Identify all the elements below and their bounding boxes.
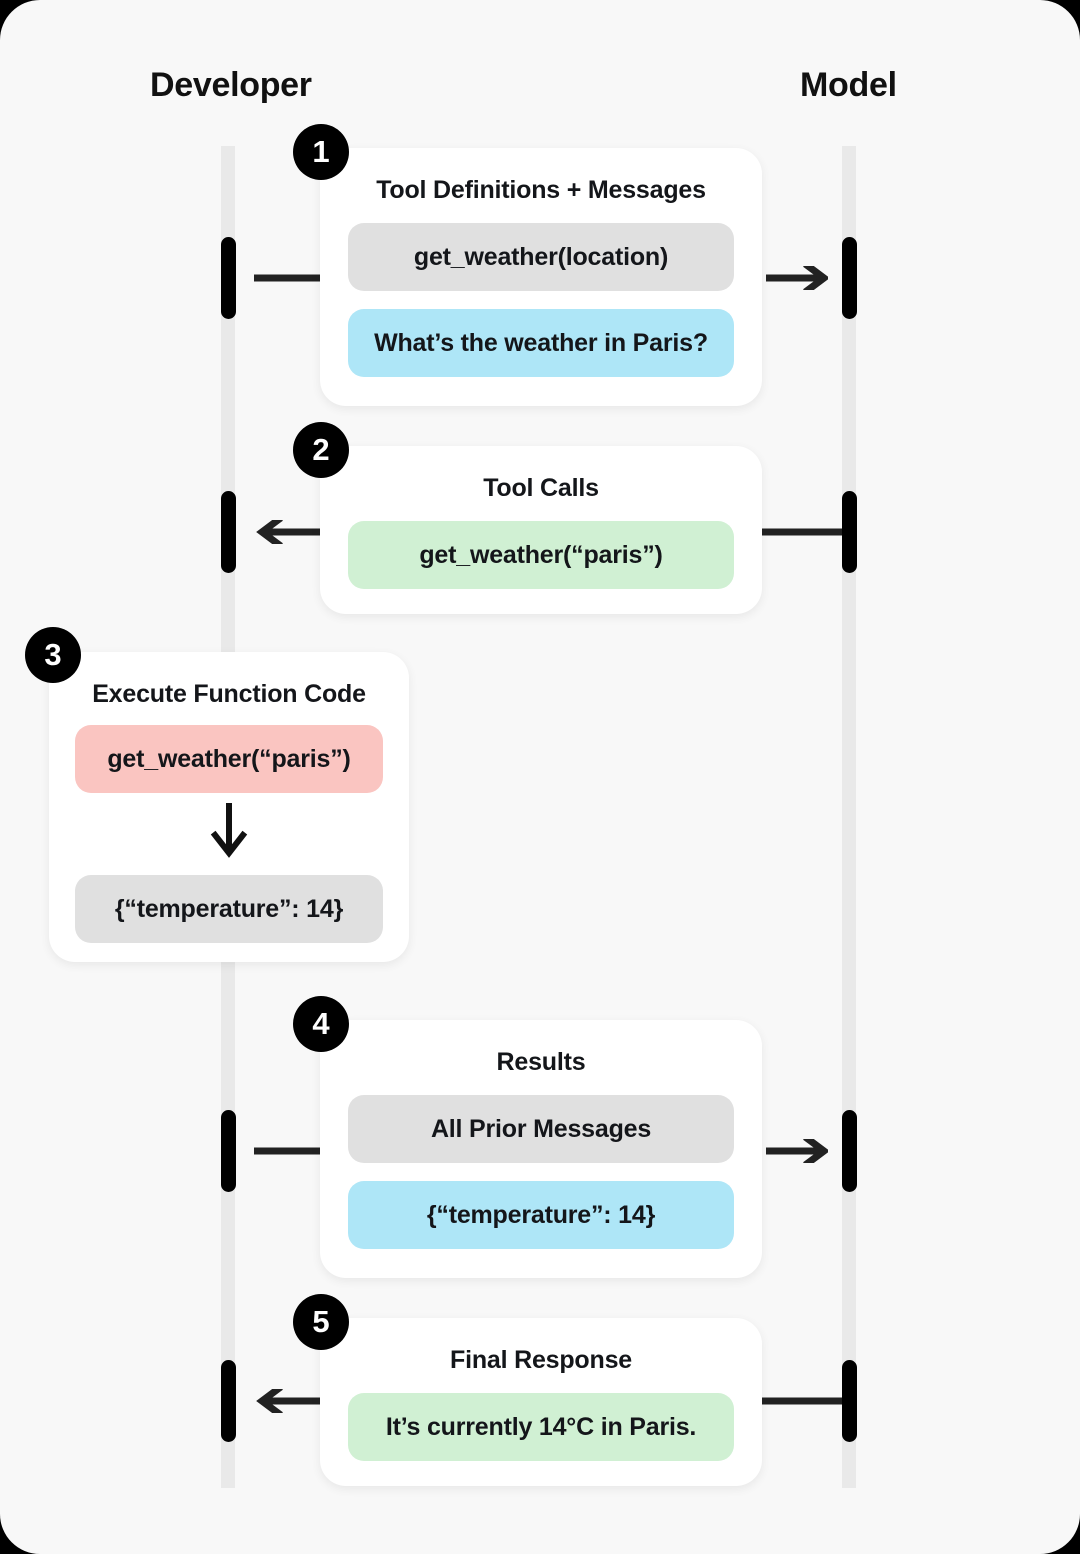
down-arrow-icon: [75, 801, 383, 859]
step-card-5[interactable]: Final Response It’s currently 14°C in Pa…: [320, 1318, 762, 1486]
arrow-to-model-step4: [766, 1139, 828, 1163]
step-badge-3: 3: [25, 627, 81, 683]
step-title-1: Tool Definitions + Messages: [376, 176, 706, 204]
step5-pill-final-answer: It’s currently 14°C in Paris.: [348, 1393, 734, 1461]
activation-bar-developer-step1: [221, 237, 236, 319]
activation-bar-model-step4: [842, 1110, 857, 1192]
step4-pill-tool-result: {“temperature”: 14}: [348, 1181, 734, 1249]
activation-bar-model-step5: [842, 1360, 857, 1442]
step3-pill-function-result: {“temperature”: 14}: [75, 875, 383, 943]
step3-pill-function-invocation: get_weather(“paris”): [75, 725, 383, 793]
column-header-model: Model: [800, 66, 897, 104]
step-badge-1: 1: [293, 124, 349, 180]
step4-pill-prior-messages: All Prior Messages: [348, 1095, 734, 1163]
step1-pill-tool-definition: get_weather(location): [348, 223, 734, 291]
step-badge-2: 2: [293, 422, 349, 478]
connector-developer-step4: [254, 1139, 320, 1163]
activation-bar-model-step2: [842, 491, 857, 573]
lifeline-model: [842, 146, 856, 1488]
column-header-developer: Developer: [150, 66, 312, 104]
activation-bar-model-step1: [842, 237, 857, 319]
step-title-2: Tool Calls: [483, 474, 599, 502]
step-title-3: Execute Function Code: [92, 680, 366, 708]
step-badge-5: 5: [293, 1294, 349, 1350]
step-card-2[interactable]: Tool Calls get_weather(“paris”): [320, 446, 762, 614]
connector-model-step2: [762, 520, 842, 544]
activation-bar-developer-step5: [221, 1360, 236, 1442]
arrow-to-developer-step2: [252, 520, 320, 544]
activation-bar-developer-step2: [221, 491, 236, 573]
connector-model-step5: [762, 1389, 842, 1413]
step-card-3[interactable]: Execute Function Code get_weather(“paris…: [49, 652, 409, 962]
arrow-to-model-step1: [766, 266, 828, 290]
arrow-to-developer-step5: [252, 1389, 320, 1413]
step2-pill-tool-call: get_weather(“paris”): [348, 521, 734, 589]
step-card-4[interactable]: Results All Prior Messages {“temperature…: [320, 1020, 762, 1278]
activation-bar-developer-step4: [221, 1110, 236, 1192]
connector-developer-step1: [254, 266, 320, 290]
step-card-1[interactable]: Tool Definitions + Messages get_weather(…: [320, 148, 762, 406]
step1-pill-user-message: What’s the weather in Paris?: [348, 309, 734, 377]
step-title-5: Final Response: [450, 1346, 632, 1374]
step-title-4: Results: [496, 1048, 586, 1076]
step-badge-4: 4: [293, 996, 349, 1052]
